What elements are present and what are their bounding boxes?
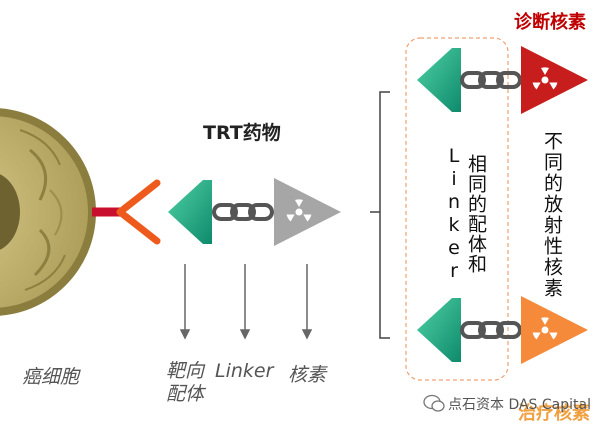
radiation-icon xyxy=(286,199,312,222)
same-ligand-linker-label: 相同的配体和Linker xyxy=(443,145,487,283)
chain-icon xyxy=(460,71,522,89)
nuclide-label: 核素 xyxy=(288,364,327,386)
receptor-icon xyxy=(92,179,161,245)
therapeutic-nuclide-label: 治疗核素 xyxy=(518,403,590,424)
wechat-icon xyxy=(423,394,445,412)
radiation-icon xyxy=(532,67,558,90)
targeting-ligand-shape xyxy=(168,180,212,244)
radiation-icon xyxy=(532,317,558,340)
targeting-ligand-label: 靶向配体 xyxy=(166,360,205,405)
different-nuclide-label: 不同的放射性核素 xyxy=(541,131,563,299)
pointer-arrows xyxy=(179,264,313,340)
cancer-cell-label: 癌细胞 xyxy=(22,366,80,388)
cancer-cell xyxy=(0,108,96,316)
nuclide-shape xyxy=(274,178,341,246)
trt-drug xyxy=(168,178,341,246)
watermark: 点石资本 DAS Capital xyxy=(448,397,591,413)
bracket xyxy=(370,91,390,339)
diagnostic-nuclide-label: 诊断核素 xyxy=(514,12,586,33)
therapeutic-conjugate xyxy=(417,296,588,364)
trt-drug-label: TRT药物 xyxy=(203,122,281,144)
chain-icon xyxy=(212,203,274,221)
diagnostic-conjugate xyxy=(417,46,588,114)
same-ligand-box xyxy=(405,37,509,381)
linker-label: Linker xyxy=(215,360,274,382)
chain-icon xyxy=(460,321,522,339)
